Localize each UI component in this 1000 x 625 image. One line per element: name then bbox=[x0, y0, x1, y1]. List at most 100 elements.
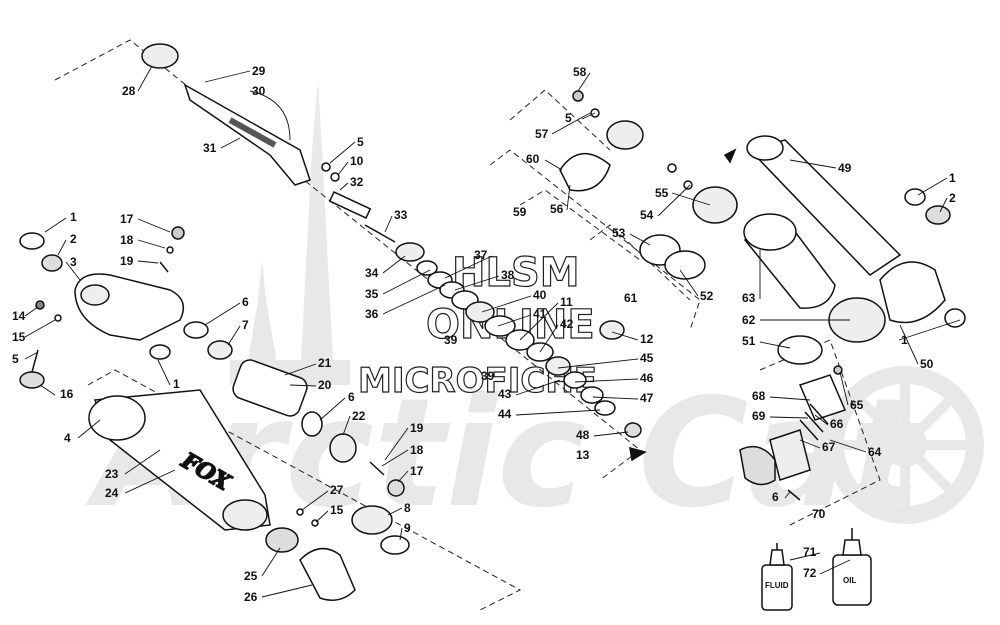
screw-65 bbox=[833, 365, 843, 375]
callout-label: 33 bbox=[394, 208, 408, 222]
callout-label: 67 bbox=[822, 440, 836, 454]
ring-1-right-low bbox=[944, 308, 966, 328]
ball-18-upper bbox=[166, 246, 174, 254]
rod-32 bbox=[328, 191, 372, 219]
o-ring-1-left bbox=[149, 344, 171, 360]
callout-label: 27 bbox=[330, 483, 344, 497]
callout-label: 61 bbox=[624, 291, 638, 305]
callout-labels: 1 2 3 14 15 5 16 17 18 19 6 7 1 4 23 24 … bbox=[12, 64, 956, 604]
callout-label: 18 bbox=[120, 233, 134, 247]
callout-label: 68 bbox=[752, 389, 766, 403]
callout-label: 62 bbox=[742, 313, 756, 327]
bottom-eyelet-26 bbox=[299, 547, 356, 601]
callout-label: 6 bbox=[242, 295, 249, 309]
callout-label: 17 bbox=[120, 212, 134, 226]
callout-label: 35 bbox=[365, 287, 379, 301]
callout-label: 24 bbox=[105, 486, 119, 500]
pin-6-valve bbox=[787, 489, 801, 501]
callout-label: 7 bbox=[242, 318, 249, 332]
callout-label: 51 bbox=[742, 334, 756, 348]
callout-label: 65 bbox=[850, 398, 864, 412]
adjuster-64 bbox=[739, 445, 776, 486]
o-ring-51 bbox=[777, 335, 823, 365]
callout-label: 25 bbox=[244, 569, 258, 583]
callout-label: 10 bbox=[350, 154, 364, 168]
ball-15 bbox=[54, 314, 62, 322]
bushing-left bbox=[41, 254, 63, 272]
nut-17-lower bbox=[387, 479, 405, 497]
ring-55-a bbox=[667, 163, 677, 173]
reservoir-assembly bbox=[559, 90, 966, 365]
callout-label: 1 bbox=[901, 333, 908, 347]
callout-label: 58 bbox=[573, 65, 587, 79]
callout-label: 34 bbox=[365, 266, 379, 280]
callout-label: 2 bbox=[949, 191, 956, 205]
piston-shaft-assembly bbox=[141, 43, 642, 438]
valve-body-68 bbox=[798, 374, 847, 421]
callout-label: 40 bbox=[533, 288, 547, 302]
callout-label: 4 bbox=[64, 431, 71, 445]
callout-label: 15 bbox=[12, 330, 26, 344]
callout-label: 17 bbox=[410, 464, 424, 478]
oil-bottle: OIL bbox=[832, 528, 872, 606]
valve-assembly bbox=[629, 365, 847, 501]
callout-label: 53 bbox=[612, 226, 626, 240]
callout-label: 47 bbox=[640, 391, 654, 405]
piston-22 bbox=[329, 433, 357, 463]
callout-label: 15 bbox=[330, 503, 344, 517]
fluid-bottle-label: FLUID bbox=[765, 581, 789, 590]
fluid-bottle: FLUID bbox=[761, 543, 793, 611]
callout-label: 22 bbox=[352, 409, 366, 423]
bearing-8 bbox=[351, 505, 393, 535]
group-boundary-main-body bbox=[87, 369, 522, 611]
ring-10 bbox=[330, 172, 340, 182]
bushing-2-right bbox=[925, 205, 951, 225]
screw-58 bbox=[572, 90, 584, 102]
callout-label: 54 bbox=[640, 208, 654, 222]
pin-33 bbox=[364, 224, 396, 243]
callout-label: 38 bbox=[501, 268, 515, 282]
ring-5-upper bbox=[321, 162, 331, 172]
callout-label: 20 bbox=[318, 378, 332, 392]
callout-label: 70 bbox=[812, 507, 826, 521]
callout-label: 46 bbox=[640, 371, 654, 385]
callout-label: 42 bbox=[560, 317, 574, 331]
nut-13 bbox=[624, 422, 642, 438]
callout-label: 23 bbox=[105, 467, 119, 481]
shock-top-mount bbox=[74, 273, 185, 341]
ifp-54 bbox=[692, 186, 738, 224]
callout-label: 49 bbox=[838, 161, 852, 175]
callout-label: 19 bbox=[410, 421, 424, 435]
callout-label: 32 bbox=[350, 175, 364, 189]
shock-body-assembly: FOX bbox=[19, 226, 410, 601]
callout-label: 64 bbox=[868, 445, 882, 459]
o-ring-6-left bbox=[183, 321, 209, 339]
callout-label: 1 bbox=[70, 210, 77, 224]
callout-label: 12 bbox=[640, 332, 654, 346]
watermark-line1: HLSM bbox=[452, 250, 580, 296]
callout-label: 44 bbox=[498, 407, 512, 421]
snap-ring-60 bbox=[559, 152, 611, 192]
ring-55-b bbox=[683, 180, 693, 190]
callout-label: 50 bbox=[920, 357, 934, 371]
callout-label: 13 bbox=[576, 448, 590, 462]
callout-label: 63 bbox=[742, 291, 756, 305]
seal-52 bbox=[664, 250, 706, 280]
bottom-cap-25 bbox=[265, 527, 299, 553]
callout-label: 41 bbox=[533, 307, 547, 321]
washer-34 bbox=[395, 242, 425, 262]
callout-label: 66 bbox=[830, 417, 844, 431]
callout-label: 26 bbox=[244, 590, 258, 604]
piston-12 bbox=[599, 320, 625, 340]
callout-label: 8 bbox=[404, 501, 411, 515]
eyelet-ring-left bbox=[19, 232, 45, 250]
piston-rod-29 bbox=[183, 83, 311, 186]
eyelet-50 bbox=[879, 261, 946, 324]
callout-label: 29 bbox=[252, 64, 266, 78]
o-ring-9 bbox=[380, 535, 410, 555]
callout-label: 18 bbox=[410, 443, 424, 457]
callout-label: 5 bbox=[565, 111, 572, 125]
callout-label: 36 bbox=[365, 307, 379, 321]
arrow-indicator-upper bbox=[723, 148, 737, 164]
